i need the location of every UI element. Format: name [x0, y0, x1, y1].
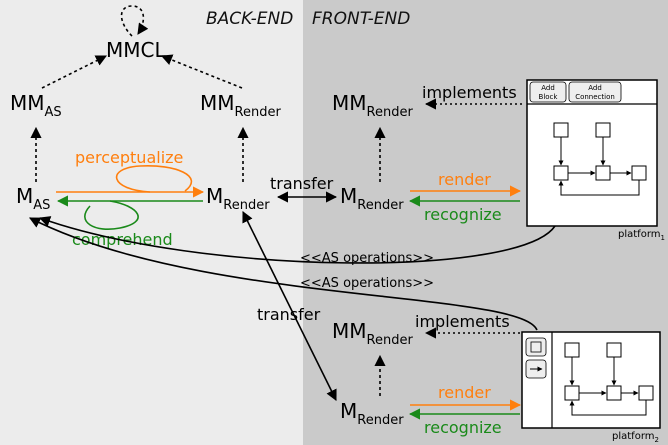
p2-block[interactable] [564, 342, 580, 358]
recognize-1-label: recognize [424, 205, 502, 224]
m-as-node: MAS [16, 184, 50, 213]
platform-1: Add Block Add Connection platform1 [526, 79, 665, 242]
m-render-front1-sub: Render [357, 198, 404, 213]
p2-block[interactable] [606, 385, 622, 401]
as-operations-2-arrow [29, 217, 538, 331]
p1-block[interactable] [595, 122, 611, 138]
mm-as-sub: AS [45, 105, 62, 120]
m-as-base: M [16, 184, 33, 208]
add-block-line2: Block [539, 93, 559, 101]
add-block-icon-button[interactable] [525, 337, 547, 357]
transfer-2-arrow [242, 210, 337, 402]
m-render-front1-node: MRender [340, 184, 404, 213]
p1-block[interactable] [631, 165, 647, 181]
add-block-line1: Add [541, 84, 555, 92]
block-icon [530, 341, 542, 353]
as-operations-1-arrow [38, 216, 556, 264]
p1-block[interactable] [553, 165, 569, 181]
mm-render-back-node: MMRender [200, 91, 281, 120]
comprehend-loop [84, 200, 139, 230]
m-render-back-base: M [206, 184, 223, 208]
m-render-front2-base: M [340, 399, 357, 423]
p2-block[interactable] [638, 385, 654, 401]
render-1-label: render [438, 170, 491, 189]
platform-2-label: platform2 [612, 431, 659, 444]
add-connection-line1: Add [588, 84, 602, 92]
m-render-back-sub: Render [223, 198, 270, 213]
add-block-button[interactable] [529, 81, 567, 103]
add-connection-button[interactable] [568, 81, 622, 103]
back-end-region [0, 0, 303, 445]
mm-render-back-sub: Render [235, 105, 282, 120]
platform-1-label-sub: 1 [661, 234, 665, 242]
platform-2-label-base: platform [612, 431, 655, 442]
mm-render-front2-sub: Render [367, 333, 414, 348]
add-connection-line2: Connection [575, 93, 615, 101]
mm-as-node: MMAS [10, 91, 62, 120]
platform-2-label-sub: 2 [655, 436, 659, 444]
render-2-label: render [438, 383, 491, 402]
mm-render-front1-base: MM [332, 91, 367, 115]
p2-block[interactable] [606, 342, 622, 358]
mmcl-node: MMCL [106, 38, 166, 62]
front-end-title: FRONT-END [312, 9, 410, 29]
mm-as-base: MM [10, 91, 45, 115]
recognize-2-label: recognize [424, 418, 502, 437]
mmcl-self-loop [120, 5, 149, 37]
p1-connection [558, 180, 640, 196]
m-render-front2-sub: Render [357, 413, 404, 428]
back-end-title: BACK-END [206, 9, 293, 29]
perceptualize-loop [116, 165, 193, 193]
m-render-back-node: MRender [206, 184, 270, 213]
m-as-sub: AS [33, 198, 50, 213]
mm-render-front1-node: MMRender [332, 91, 413, 120]
mm-render-front2-base: MM [332, 319, 367, 343]
platform-1-label: platform1 [618, 229, 665, 242]
transfer-1-label: transfer [270, 174, 334, 193]
m-render-front2-node: MRender [340, 399, 404, 428]
perceptualize-label: perceptualize [75, 148, 183, 167]
platform-1-label-base: platform [618, 229, 661, 240]
mm-render-front2-node: MMRender [332, 319, 413, 348]
implements-2-label: implements [415, 312, 510, 331]
as-operations-2-label: <<AS operations>> [300, 276, 434, 291]
p2-connection [569, 400, 647, 416]
implements-1-label: implements [422, 83, 517, 102]
mm-render-to-mmcl-arrow [160, 54, 243, 89]
as-operations-1-label: <<AS operations>> [300, 251, 434, 266]
mm-render-front1-sub: Render [367, 105, 414, 120]
p1-block[interactable] [553, 122, 569, 138]
p1-block[interactable] [595, 165, 611, 181]
mm-render-back-base: MM [200, 91, 235, 115]
m-render-front1-base: M [340, 184, 357, 208]
p2-block[interactable] [564, 385, 580, 401]
platform-2: platform2 [521, 331, 661, 444]
transfer-2-label: transfer [257, 305, 321, 324]
